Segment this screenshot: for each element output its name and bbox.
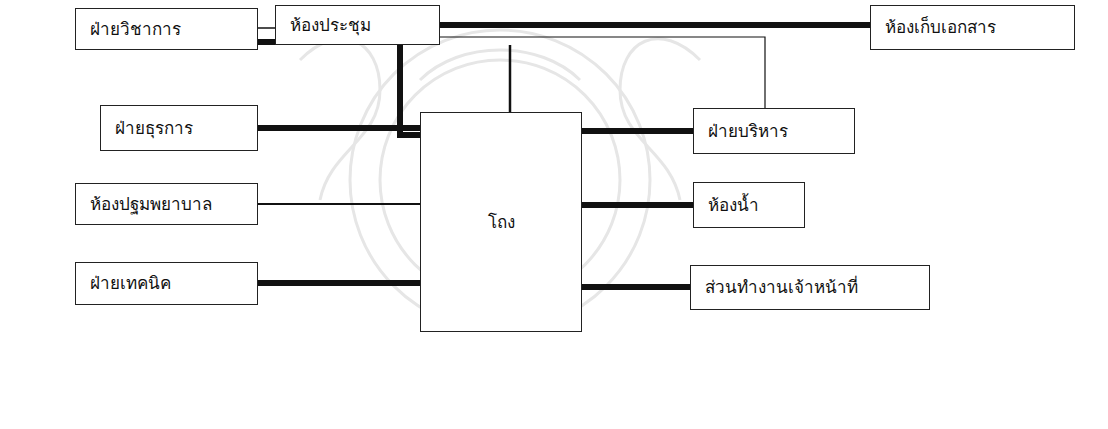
- hall-box: โถง: [420, 112, 582, 332]
- relation-line: [440, 22, 870, 28]
- department-box: ฝ่ายวิชาการ: [75, 8, 258, 50]
- box-label: ห้องน้ำ: [708, 195, 759, 215]
- department-box: ฝ่ายธุรการ: [100, 105, 258, 151]
- relation-line: [582, 128, 693, 134]
- relation-line: [258, 27, 275, 29]
- box-label: โถง: [488, 212, 515, 232]
- box-label: ส่วนทำงานเจ้าหน้าที่: [705, 277, 858, 297]
- box-label: ฝ่ายวิชาการ: [90, 19, 181, 39]
- department-box: ฝ่ายเทคนิค: [75, 262, 258, 305]
- room-box: ห้องปฐมพยาบาล: [75, 183, 258, 225]
- box-label: ห้องเก็บเอกสาร: [885, 17, 996, 37]
- box-label: ฝ่ายธุรการ: [115, 118, 193, 138]
- box-label: ฝ่ายบริหาร: [708, 121, 788, 141]
- relation-line: [440, 37, 765, 108]
- relation-line: [582, 284, 690, 290]
- relation-line: [258, 42, 420, 135]
- work-area-box: ส่วนทำงานเจ้าหน้าที่: [690, 265, 930, 310]
- relation-line: [258, 280, 420, 286]
- relation-line: [509, 45, 512, 112]
- department-box: ฝ่ายบริหาร: [693, 108, 855, 154]
- relation-line: [582, 202, 693, 208]
- box-label: ห้องประชุม: [290, 15, 371, 35]
- room-box: ห้องน้ำ: [693, 182, 805, 228]
- box-label: ห้องปฐมพยาบาล: [90, 194, 212, 214]
- room-box: ห้องเก็บเอกสาร: [870, 5, 1075, 50]
- box-label: ฝ่ายเทคนิค: [90, 273, 171, 293]
- room-box: ห้องประชุม: [275, 5, 440, 45]
- relation-line: [258, 203, 420, 205]
- relation-line: [258, 125, 420, 131]
